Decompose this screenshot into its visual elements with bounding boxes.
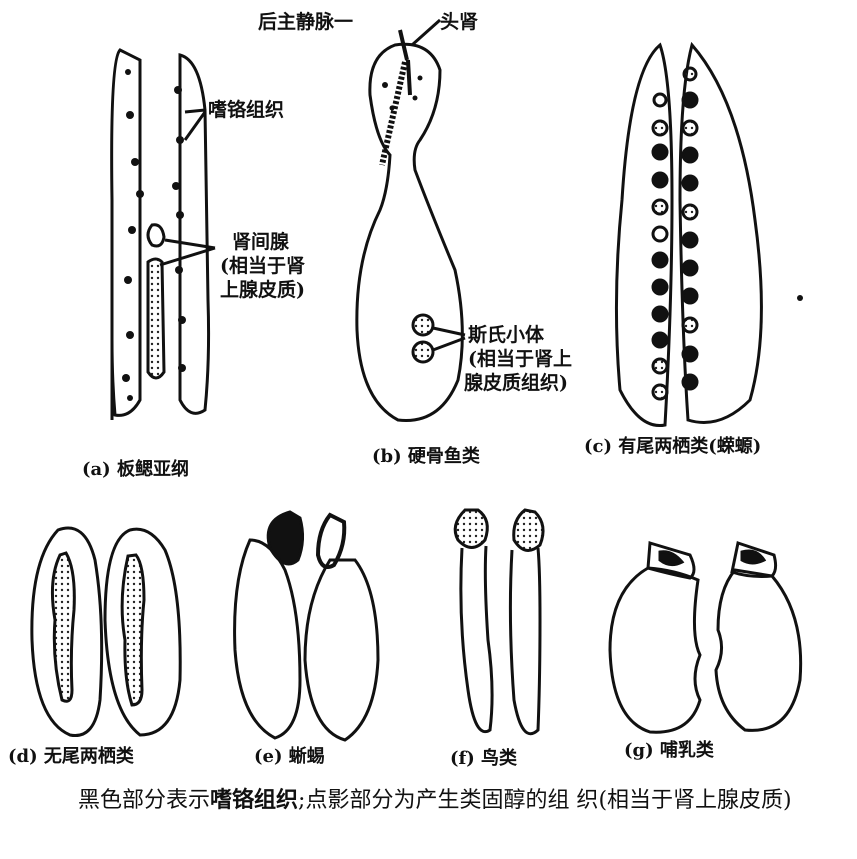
caption-f: (f) 鸟类 bbox=[450, 744, 517, 770]
chromaffin-tissue-label: 嗜铬组织 bbox=[208, 100, 284, 122]
caption-b: (b) 硬骨鱼类 bbox=[372, 442, 480, 468]
caption-a: (a) 板鳃亚纲 bbox=[82, 455, 189, 481]
head-kidney-label: 头肾 bbox=[440, 12, 478, 34]
footnote-part-1: 黑色部分表示 bbox=[78, 788, 210, 813]
panel-d-anuran bbox=[32, 528, 180, 736]
caption-g: (g) 哺乳类 bbox=[624, 736, 714, 762]
posterior-cardinal-vein-label: 后主静脉一 bbox=[258, 12, 353, 34]
figure-footnote: 黑色部分表示嗜铬组织;点影部分为产生类固醇的组 织(相当于肾上腺皮质) bbox=[78, 780, 838, 821]
stannius-label-2: (相当于肾上 bbox=[468, 349, 572, 371]
panel-g-mammal bbox=[610, 543, 801, 732]
panel-a-elasmobranch bbox=[112, 50, 215, 420]
panel-c-urodele bbox=[616, 45, 803, 426]
footnote-part-3: ;点影部分为产生类固醇的组 织(相当于肾上腺皮质) bbox=[298, 788, 792, 813]
footnote-part-2: 嗜铬组织 bbox=[210, 787, 298, 813]
caption-e: (e) 蜥蜴 bbox=[254, 742, 325, 768]
stannius-label-3: 腺皮质组织) bbox=[464, 373, 568, 395]
stannius-label-1: 斯氏小体 bbox=[468, 325, 544, 347]
panel-f-bird bbox=[455, 510, 543, 734]
caption-c: (c) 有尾两栖类(蝾螈) bbox=[584, 432, 761, 458]
interrenal-gland-label-2: (相当于肾 bbox=[220, 256, 305, 278]
panel-b-teleost bbox=[357, 20, 465, 421]
interrenal-gland-label-3: 上腺皮质) bbox=[220, 280, 305, 302]
panel-e-lizard bbox=[235, 512, 378, 740]
caption-d: (d) 无尾两栖类 bbox=[8, 742, 134, 768]
interrenal-gland-label-1: 肾间腺 bbox=[232, 232, 289, 254]
